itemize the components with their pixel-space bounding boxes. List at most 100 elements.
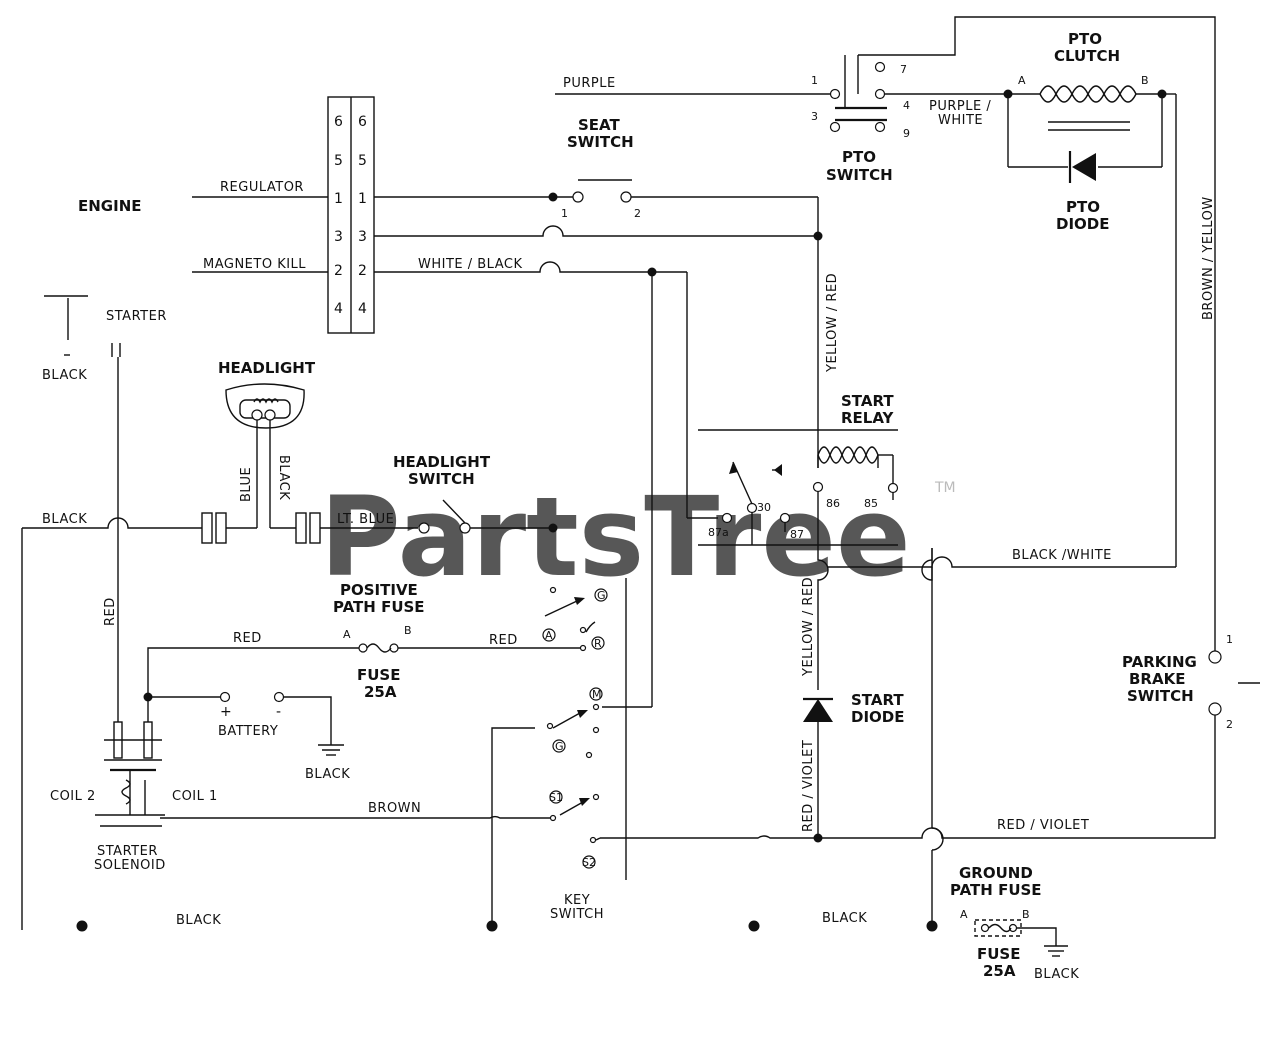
starter: STARTER BLACK [42,295,167,383]
wire-label-white-black: WHITE / BLACK [418,257,523,272]
parking-terminal: 2 [1226,718,1233,731]
wire-label-red: RED [233,631,262,646]
starter-solenoid-label: SOLENOID [94,858,166,873]
wire-label-regulator: REGULATOR [220,180,304,195]
clutch-terminal: B [1141,74,1149,87]
pto-diode: PTO DIODE [1056,151,1109,233]
connector-pin: 6 [358,114,367,130]
fuse-terminal: A [343,628,351,641]
wire-label-magneto-kill: MAGNETO KILL [203,257,306,272]
connector-pin: 4 [334,301,343,317]
starter-solenoid-label: STARTER [97,844,158,859]
battery-label: BATTERY [218,724,278,739]
coil1-label: COIL 1 [172,789,218,804]
ground-path-fuse: GROUND PATH FUSE A B FUSE 25A [950,864,1042,980]
start-diode: START DIODE [803,691,904,726]
wire-label-red-violet-vert: RED / VIOLET [801,740,816,832]
clutch-terminal: A [1018,74,1026,87]
seat-switch: SEAT SWITCH 1 2 [561,116,641,220]
pto-diode-label: DIODE [1056,215,1109,233]
wire-label-yellow-red-upper: YELLOW / RED [825,273,840,373]
wire-label-blue: BLUE [239,467,254,502]
wire-label-black: BLACK [42,368,87,383]
connector-black [295,512,321,544]
relay-terminal: 30 [757,501,771,514]
pto-diode-label: PTO [1066,198,1100,216]
parking-brake-label: PARKING [1122,653,1197,671]
parking-brake-label: BRAKE [1129,670,1185,688]
fuse-terminal: B [404,624,412,637]
fuse-terminal: B [1022,908,1030,921]
seat-terminal: 1 [561,207,568,220]
wire-label-black: BLACK [822,911,867,926]
positive-fuse-rating: 25A [364,683,397,701]
key-switch-label: SWITCH [550,907,604,922]
key-terminal: R [594,637,602,650]
connector-pin: 1 [358,191,367,207]
wire-label-black: BLACK [1034,967,1079,982]
ground-fuse-rating: FUSE [977,945,1020,963]
start-relay-label: RELAY [841,409,895,427]
start-relay-label: START [841,392,894,410]
wire-label-red: RED [489,633,518,648]
wire-label-brown-yellow: BROWN / YELLOW [1201,196,1216,320]
seat-switch-label: SWITCH [567,133,634,151]
connector-pin: 3 [334,229,343,245]
positive-fuse-label: POSITIVE [340,581,418,599]
pto-clutch: PTO CLUTCH A B [1003,30,1167,168]
wire-label-purple: PURPLE [563,76,616,91]
pto-switch-label: SWITCH [826,166,893,184]
relay-terminal: 86 [826,497,840,510]
key-terminal: M [592,688,602,701]
connector-pin: 5 [358,153,367,169]
ground-fuse-label: GROUND [959,864,1033,882]
starter-solenoid: COIL 2 COIL 1 STARTER SOLENOID [50,697,218,873]
engine-connector: 6 5 1 3 2 4 6 5 1 3 2 4 [327,96,375,334]
key-terminal: S2 [582,856,596,869]
watermark: PartsTree [320,473,911,601]
pto-terminal: 3 [811,110,818,123]
relay-terminal: 87 [790,528,804,541]
battery-terminal: - [276,704,281,720]
pto-switch-label: PTO [842,148,876,166]
headlight-switch: HEADLIGHT SWITCH [393,453,491,534]
headlight: HEADLIGHT [218,359,316,429]
connector-pin: 4 [358,301,367,317]
positive-fuse-label: PATH FUSE [333,598,425,616]
headlight-switch-label: SWITCH [408,470,475,488]
connector-pin: 1 [334,191,343,207]
key-switch: G A R M G S1 S2 KEY SWITCH [542,578,627,922]
battery-terminal: + [220,704,232,720]
connector-blue [201,512,227,544]
connector-pin: 5 [334,153,343,169]
pto-terminal: 7 [900,63,907,76]
wire-label-black: BLACK [305,767,350,782]
starter-label: STARTER [106,309,167,324]
start-relay: START RELAY 87a 30 87 86 85 [698,392,899,541]
wire-label-lt-blue: LT. BLUE [337,512,394,527]
pto-terminal: 1 [811,74,818,87]
key-terminal: G [597,589,606,602]
relay-terminal: 87a [708,526,729,539]
key-terminal: G [555,740,564,753]
pto-terminal: 4 [903,99,910,112]
key-terminal: A [545,629,553,642]
wire-label-black: BLACK [42,512,87,527]
seat-switch-label: SEAT [578,116,620,134]
wire-label-purple-white: WHITE [938,113,983,128]
wire-label-black: BLACK [176,913,221,928]
relay-terminal: 85 [864,497,878,510]
connector-pin: 6 [334,114,343,130]
start-diode-label: DIODE [851,708,904,726]
connector-pin: 3 [358,229,367,245]
pto-clutch-label: PTO [1068,30,1102,48]
wire-label-black-vert: BLACK [276,455,291,500]
headlight-label: HEADLIGHT [218,359,316,377]
engine-label: ENGINE [78,197,142,215]
ground-fuse-label: PATH FUSE [950,881,1042,899]
key-terminal: S1 [549,791,563,804]
trademark: TM [934,480,956,496]
wire-label-yellow-red-lower: YELLOW / RED [801,577,816,677]
coil2-label: COIL 2 [50,789,96,804]
fuse-terminal: A [960,908,968,921]
